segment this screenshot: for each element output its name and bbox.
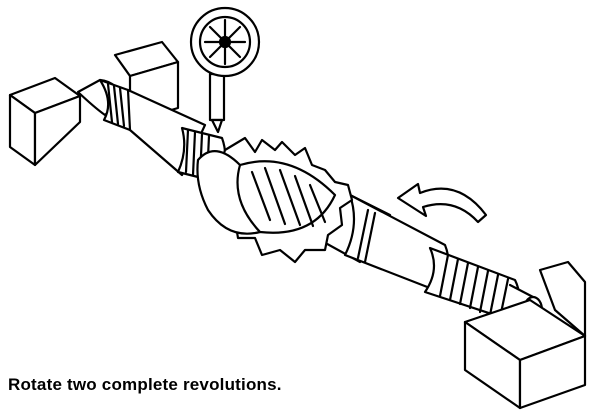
helical-gear (196, 136, 354, 264)
rotation-arrow-icon (396, 182, 488, 224)
figure-caption: Rotate two complete revolutions. (8, 375, 282, 394)
right-v-block (463, 260, 587, 410)
dial-indicator (189, 6, 261, 134)
